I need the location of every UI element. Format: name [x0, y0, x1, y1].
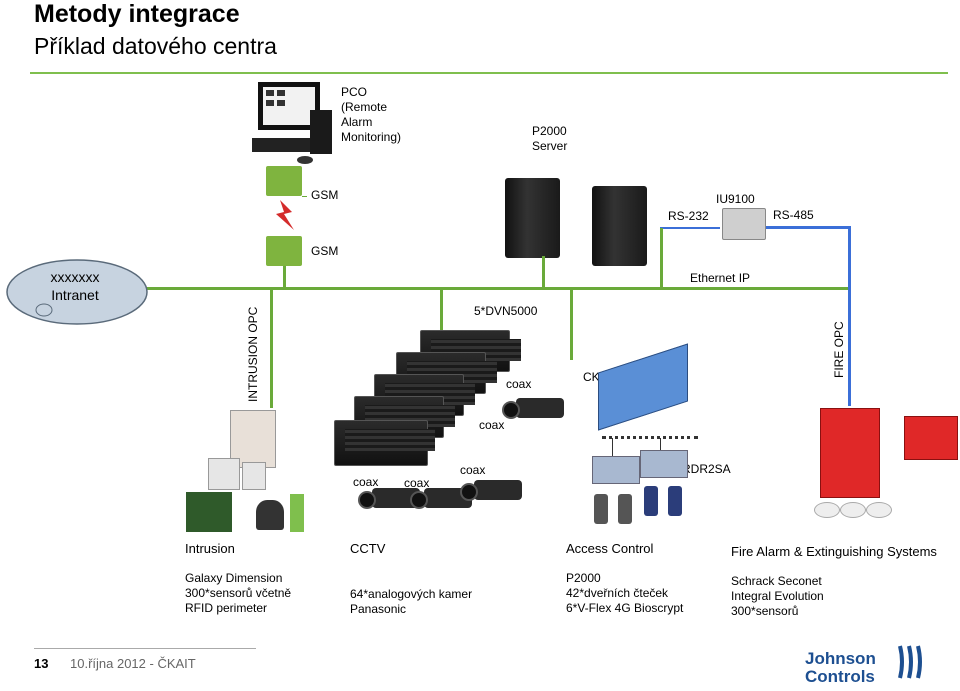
logo-mark-icon: [896, 642, 930, 687]
detail-line: 64*analogových kamer: [350, 587, 473, 601]
ethernet-ip-label: Ethernet IP: [690, 271, 751, 285]
coax-label: coax: [460, 463, 486, 477]
johnson-controls-logo: Johnson Controls: [805, 650, 876, 686]
intrusion-opc-label: INTRUSION OPC: [246, 306, 260, 402]
detail-line: 300*sensorů: [731, 604, 799, 618]
intrusion-heading: Intrusion: [185, 541, 235, 556]
detail-line: P2000: [566, 571, 601, 585]
rdr2sa-label: RDR2SA: [682, 462, 731, 476]
footer-divider: [34, 648, 256, 649]
cctv-heading: CCTV: [350, 541, 386, 556]
card-reader-icon: [644, 486, 658, 516]
detail-line: Panasonic: [350, 602, 407, 616]
logo-line2: Controls: [805, 667, 875, 686]
card-reader-icon: [618, 494, 632, 524]
keypad-icon: [208, 458, 240, 490]
gsm-bottom-label: GSM: [311, 244, 339, 258]
coax-label: coax: [506, 377, 532, 391]
footer-date: 10.října 2012 - ČKAIT: [70, 656, 196, 671]
access-control-heading: Access Control: [566, 541, 654, 556]
access-control-details: P2000 42*dveřních čteček 6*V-Flex 4G Bio…: [566, 571, 683, 616]
smoke-detector-icon: [866, 502, 892, 518]
fire-extinguishing-panel-icon: [904, 416, 958, 460]
intruder-icon: [256, 500, 284, 530]
gsm-signal-icon: [272, 200, 302, 237]
rdr2sa-module-icon: [592, 456, 640, 484]
coax-label: coax: [479, 418, 505, 432]
cctv-details: 64*analogových kamer Panasonic: [350, 587, 472, 617]
detail-line: 42*dveřních čteček: [566, 586, 669, 600]
logo-line1: Johnson: [805, 649, 876, 668]
card-reader-icon: [594, 494, 608, 524]
page-subtitle: Příklad datového centra: [34, 33, 277, 59]
fire-panel-icon: [820, 408, 880, 498]
coax-label: coax: [353, 475, 379, 489]
camera-icon: [410, 488, 472, 509]
fire-opc-label: FIRE OPC: [832, 321, 846, 378]
fence-sensor-icon: [290, 494, 304, 532]
iu9100-label: IU9100: [716, 192, 755, 206]
rs232-label: RS-232: [668, 209, 709, 223]
camera-icon: [358, 488, 420, 509]
gsm-modem-bottom-icon: [266, 236, 302, 266]
reader-bus-dots: [602, 436, 698, 439]
fire-alarm-heading: Fire Alarm & Extinguishing Systems: [731, 544, 937, 559]
dvr-icon: [334, 420, 435, 466]
server-icon: [592, 186, 647, 266]
card-reader-icon: [668, 486, 682, 516]
ck721-controller-icon: [598, 343, 688, 431]
rs485-line: [766, 226, 850, 229]
workstation-icon: [250, 80, 335, 165]
camera-icon: [502, 398, 564, 419]
camera-icon: [460, 480, 522, 501]
pco-label: PCO (Remote Alarm Monitoring): [341, 85, 402, 144]
rdr2sa-module-icon: [640, 450, 688, 478]
gsm-modem-top-icon: [266, 166, 302, 196]
rs485-label: RS-485: [773, 208, 814, 222]
intranet-line1: xxxxxxx: [50, 269, 100, 285]
coax-label: coax: [404, 476, 430, 490]
page-title: Metody integrace: [34, 0, 240, 28]
title-rule: [30, 72, 948, 74]
dvn-label: 5*DVN5000: [474, 304, 538, 318]
keypad-icon: [242, 462, 266, 490]
detail-line: 300*sensorů včetně: [185, 586, 292, 600]
fire-alarm-details: Schrack Seconet Integral Evolution 300*s…: [731, 574, 824, 619]
intranet-line2: Intranet: [51, 287, 99, 303]
detail-line: Schrack Seconet: [731, 574, 822, 588]
intranet-label: xxxxxxx Intranet: [30, 268, 120, 304]
detail-line: RFID perimeter: [185, 601, 268, 615]
smoke-detector-icon: [840, 502, 866, 518]
gsm-top-label: GSM: [311, 188, 339, 202]
network-backbone: [130, 287, 850, 290]
detail-line: Integral Evolution: [731, 589, 824, 603]
server-icon: [505, 178, 560, 258]
page-number: 13: [34, 656, 49, 671]
detail-line: 6*V-Flex 4G Bioscrypt: [566, 601, 684, 615]
p2000-server-label: P2000 Server: [532, 124, 568, 153]
intranet-cloud-icon: [2, 250, 152, 335]
perimeter-guard-icon: [186, 492, 232, 532]
detail-line: Galaxy Dimension: [185, 571, 283, 585]
intrusion-details: Galaxy Dimension 300*sensorů včetně RFID…: [185, 571, 291, 616]
smoke-detector-icon: [814, 502, 840, 518]
iu9100-device-icon: [722, 208, 766, 240]
rs232-line: [660, 227, 720, 229]
